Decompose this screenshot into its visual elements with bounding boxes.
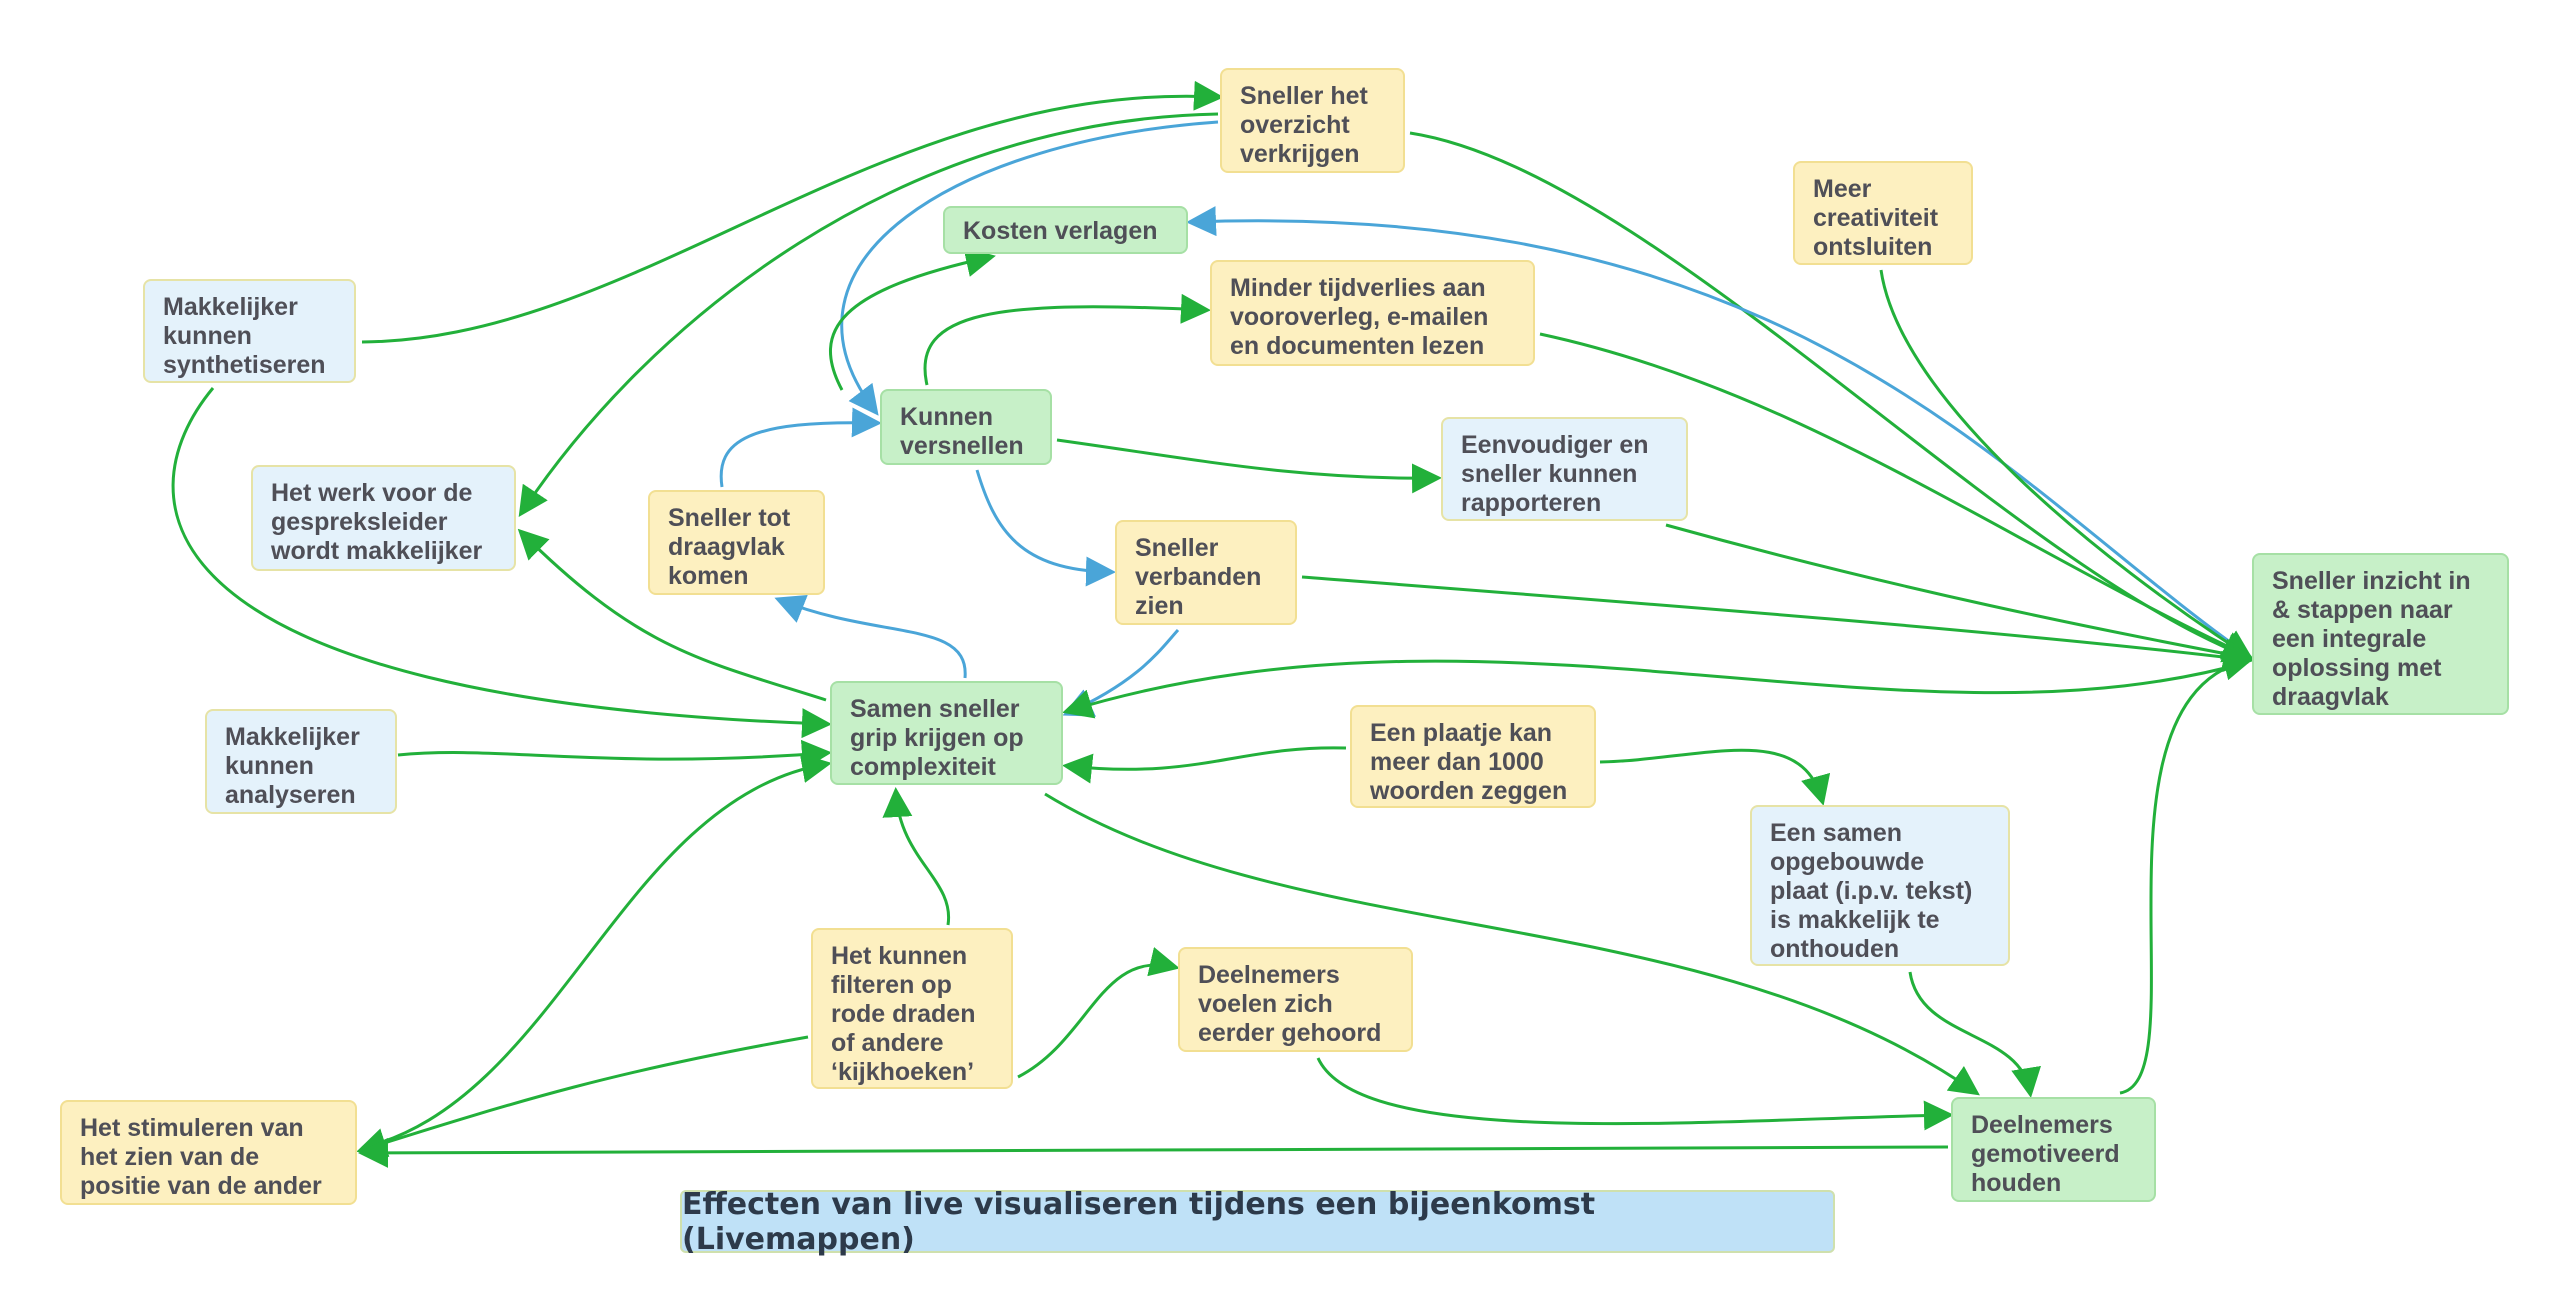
node-verbanden: Sneller verbanden zien: [1115, 520, 1297, 625]
edge-versnellen-to-verbanden: [975, 469, 1116, 587]
node-gespreksleider: Het werk voor de gespreksleider wordt ma…: [251, 465, 516, 571]
node-plaat: Een samen opgebouwde plaat (i.p.v. tekst…: [1750, 805, 2010, 966]
edge-filteren-to-stimuleren: [356, 1035, 809, 1158]
node-overzicht: Sneller het overzicht verkrijgen: [1220, 68, 1405, 173]
edge-plaat-to-gemotiveerd: [1908, 971, 2041, 1098]
node-draagvlak: Sneller tot draagvlak komen: [648, 490, 825, 595]
node-synthetiseren: Makkelijker kunnen synthetiseren: [143, 279, 356, 383]
edge-synthetiseren-to-grip: [171, 387, 832, 739]
edge-verbanden-to-grip: [1062, 628, 1180, 717]
diagram-title: Effecten van live visualiseren tijdens e…: [680, 1187, 1835, 1257]
edge-gemotiveerd-to-stimuleren: [358, 1137, 1949, 1168]
node-inzicht: Sneller inzicht in & stappen naar een in…: [2252, 553, 2509, 715]
node-filteren: Het kunnen filteren op rode draden of an…: [811, 928, 1013, 1089]
node-grip: Samen sneller grip krijgen op complexite…: [830, 681, 1063, 785]
node-analyseren: Makkelijker kunnen analyseren: [205, 709, 397, 814]
edge-filteren-to-grip: [882, 787, 951, 926]
node-plaatje: Een plaatje kan meer dan 1000 woorden ze…: [1350, 705, 1596, 808]
edge-verbanden-to-inzicht: [1301, 575, 2254, 673]
edge-tijdverlies-to-inzicht: [1539, 332, 2254, 660]
edge-rapporteren-to-inzicht: [1665, 523, 2254, 669]
node-kosten: Kosten verlagen: [943, 206, 1188, 254]
edge-stimuleren-to-grip: [361, 753, 832, 1150]
edge-versnellen-to-rapporteren: [1056, 438, 1442, 494]
edge-gemotiveerd-to-inzicht: [2119, 651, 2254, 1095]
edge-inzicht-to-grip: [1062, 659, 2249, 719]
node-creativiteit: Meer creativiteit ontsluiten: [1793, 161, 1973, 265]
node-rapporteren: Eenvoudiger en sneller kunnen rapportere…: [1441, 417, 1688, 521]
edge-creativiteit-to-inzicht: [1879, 269, 2254, 660]
node-versnellen: Kunnen versnellen: [880, 389, 1052, 465]
edge-grip-to-gemotiveerd: [1044, 792, 1980, 1096]
node-tijdverlies: Minder tijdverlies aan vooroverleg, e-ma…: [1210, 260, 1535, 366]
node-gemotiveerd: Deelnemers gemotiveerd houden: [1951, 1097, 2156, 1202]
edge-overzicht-to-versnellen: [840, 120, 1219, 416]
node-gehoord: Deelnemers voelen zich eerder gehoord: [1178, 947, 1413, 1052]
edge-overzicht-to-gespreksleider: [518, 112, 1219, 517]
edge-synthetiseren-to-overzicht: [361, 80, 1224, 344]
edge-versnellen-to-kosten: [828, 247, 996, 391]
edge-draagvlak-to-versnellen: [719, 407, 882, 488]
edge-plaatje-to-grip: [1062, 746, 1347, 784]
edge-grip-to-gespreksleider: [517, 528, 827, 702]
edge-versnellen-to-tijdverlies: [923, 293, 1211, 386]
edge-plaatje-to-plaat: [1599, 748, 1831, 806]
edge-filteren-to-gehoord: [1017, 947, 1180, 1079]
edge-analyseren-to-grip: [397, 739, 832, 770]
node-stimuleren: Het stimuleren van het zien van de posit…: [60, 1100, 357, 1205]
edge-grip-to-draagvlak: [774, 594, 967, 679]
edge-inzicht-to-kosten: [1186, 206, 2249, 657]
edge-gehoord-to-gemotiveerd: [1316, 1057, 1954, 1131]
